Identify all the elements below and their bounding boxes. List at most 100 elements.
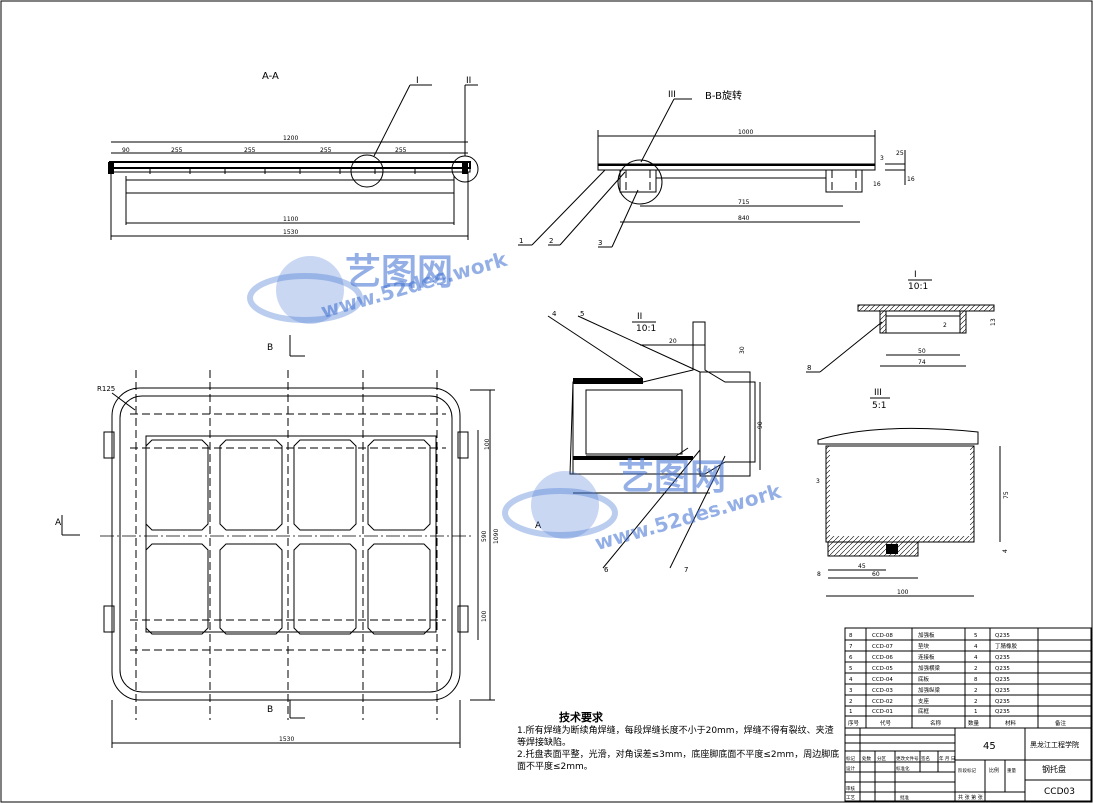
plan-section-b-top: B — [267, 343, 273, 353]
plan-section-b-bottom: B — [267, 705, 273, 715]
detail-2-dim-a: A — [535, 521, 542, 531]
parts-cell-no: 7 — [849, 644, 853, 650]
bb-part-ref-1: 1 — [519, 237, 523, 245]
tb-process: 工艺 — [846, 795, 855, 801]
plan-dim-width: 1530 — [279, 736, 294, 743]
tb-standard: 标准化 — [896, 765, 910, 772]
parts-cell-qty: 2 — [974, 699, 978, 705]
detail-2-ref-6: 6 — [604, 566, 609, 574]
tb-stage: 阶段标记 — [958, 767, 976, 774]
title-material: 45 — [983, 741, 996, 752]
detail-3-scale: 5:1 — [872, 401, 886, 411]
detail-2-view: II 10:1 20 30 90 A 4 5 6 7 — [535, 310, 764, 574]
detail-1-view: I 10:1 2 50 74 13 8 — [806, 270, 997, 373]
tb-zone: 分区 — [877, 755, 886, 762]
parts-cell-no: 2 — [849, 699, 853, 705]
bb-dim-r4: 3 — [880, 155, 884, 162]
parts-cell-name: 底板 — [918, 675, 930, 683]
parts-cell-name: 加强横梁 — [918, 664, 941, 672]
parts-cell-qty: 8 — [974, 677, 978, 683]
parts-cell-code: CCD-06 — [872, 655, 893, 661]
detail-2-dim-20: 20 — [669, 338, 677, 345]
title-block: 45 黑龙江工程学院 钢托盘 CCD03 比例 共 张 第 张 标记 处数 分区… — [844, 727, 1092, 802]
parts-cell-mat: Q235 — [995, 655, 1010, 661]
parts-cell-qty: 2 — [974, 666, 978, 672]
bb-dim-r1: 25 — [896, 150, 904, 157]
parts-cell-code: CCD-08 — [872, 633, 893, 639]
detail-2-ref-5: 5 — [580, 310, 584, 318]
detail-3-label: III — [874, 388, 882, 398]
parts-header-qty: 数量 — [968, 719, 980, 727]
parts-header-name: 名称 — [930, 719, 942, 727]
detail-2-dim-90: 90 — [757, 421, 764, 429]
section-bb-view: B-B旋转 III 1000 715 840 25 16 16 3 1 — [518, 89, 915, 248]
bb-dim-r3: 16 — [907, 176, 915, 183]
watermark-globe-2 — [502, 471, 618, 539]
bb-dim-r2: 16 — [873, 181, 881, 188]
watermark-globe-1 — [247, 256, 363, 324]
bb-dim-top: 1000 — [738, 129, 753, 136]
parts-header-no: 序号 — [848, 719, 860, 727]
plan-dim-1090: 1090 — [493, 529, 500, 544]
tb-sign: 签名 — [921, 755, 930, 762]
detail-2-ref-7: 7 — [684, 566, 688, 574]
aa-dim-seg5: 255 — [395, 147, 407, 154]
plan-cells — [145, 435, 437, 635]
parts-cell-qty: 4 — [974, 655, 978, 661]
title-company: 黑龙江工程学院 — [1030, 740, 1079, 749]
detail-1-ref-8: 8 — [807, 364, 811, 372]
bb-part-ref-2: 2 — [549, 237, 553, 245]
tb-check: 审核 — [846, 785, 855, 792]
parts-cell-mat: Q235 — [995, 699, 1010, 705]
aa-dim-seg4: 255 — [320, 147, 332, 154]
tech-req-title: 技术要求 — [559, 711, 603, 724]
parts-cell-code: CCD-07 — [872, 644, 893, 650]
tb-weight: 重量 — [1007, 767, 1016, 774]
bb-dim-mid: 715 — [738, 199, 750, 206]
detail-3-dim-75: 75 — [1003, 491, 1010, 499]
parts-cell-name: 底框 — [918, 707, 930, 715]
parts-cell-code: CCD-03 — [872, 688, 893, 694]
parts-cell-qty: 2 — [974, 688, 978, 694]
watermark-brand-1: 艺图网 — [345, 252, 454, 293]
section-aa-view: A-A 1200 90 255 255 255 255 1100 1530 — [108, 71, 479, 240]
parts-cell-no: 8 — [849, 633, 853, 639]
detail-3-view: III 5:1 75 4 3 45 60 8 100 — [816, 388, 1010, 597]
parts-header-note: 备注 — [1055, 719, 1067, 727]
parts-header-code: 代号 — [880, 719, 892, 727]
aa-callout-2: II — [466, 76, 471, 86]
plan-view: R125 B B A — [55, 335, 500, 748]
parts-cell-no: 3 — [849, 688, 853, 694]
plan-dim-100-top: 100 — [484, 438, 491, 450]
bb-dim-bottom: 840 — [738, 215, 750, 222]
title-drawing-no: CCD03 — [1044, 787, 1075, 797]
tb-count: 处数 — [862, 755, 871, 762]
parts-cell-mat: Q235 — [995, 688, 1010, 694]
plan-dim-100-bot: 100 — [481, 610, 488, 622]
detail-1-dim-74: 74 — [918, 359, 926, 366]
detail-2-ref-4: 4 — [552, 310, 557, 318]
aa-dim-inner: 1100 — [283, 216, 298, 223]
detail-2-label: II — [637, 312, 642, 322]
parts-cell-name: 连接板 — [918, 653, 935, 661]
tb-design: 设计 — [846, 765, 855, 772]
detail-3-dim-8: 8 — [817, 571, 821, 578]
plan-dim-590: 590 — [481, 530, 488, 542]
detail-1-label: I — [914, 270, 917, 280]
aa-dim-overall-bottom: 1530 — [283, 229, 298, 236]
parts-cell-no: 6 — [849, 655, 853, 661]
parts-cell-mat: Q235 — [995, 666, 1010, 672]
parts-cell-name: 加强纵梁 — [918, 686, 941, 694]
detail-3-dim-45: 45 — [858, 563, 866, 570]
parts-cell-mat: Q235 — [995, 709, 1010, 715]
parts-cell-code: CCD-04 — [872, 677, 893, 683]
parts-cell-mat: Q235 — [995, 633, 1010, 639]
detail-3-dim-4: 4 — [1002, 549, 1009, 553]
parts-cell-code: CCD-05 — [872, 666, 893, 672]
parts-cell-name: 垫块 — [918, 642, 930, 650]
parts-cell-name: 支座 — [918, 697, 930, 705]
detail-3-dim-60: 60 — [872, 571, 880, 578]
